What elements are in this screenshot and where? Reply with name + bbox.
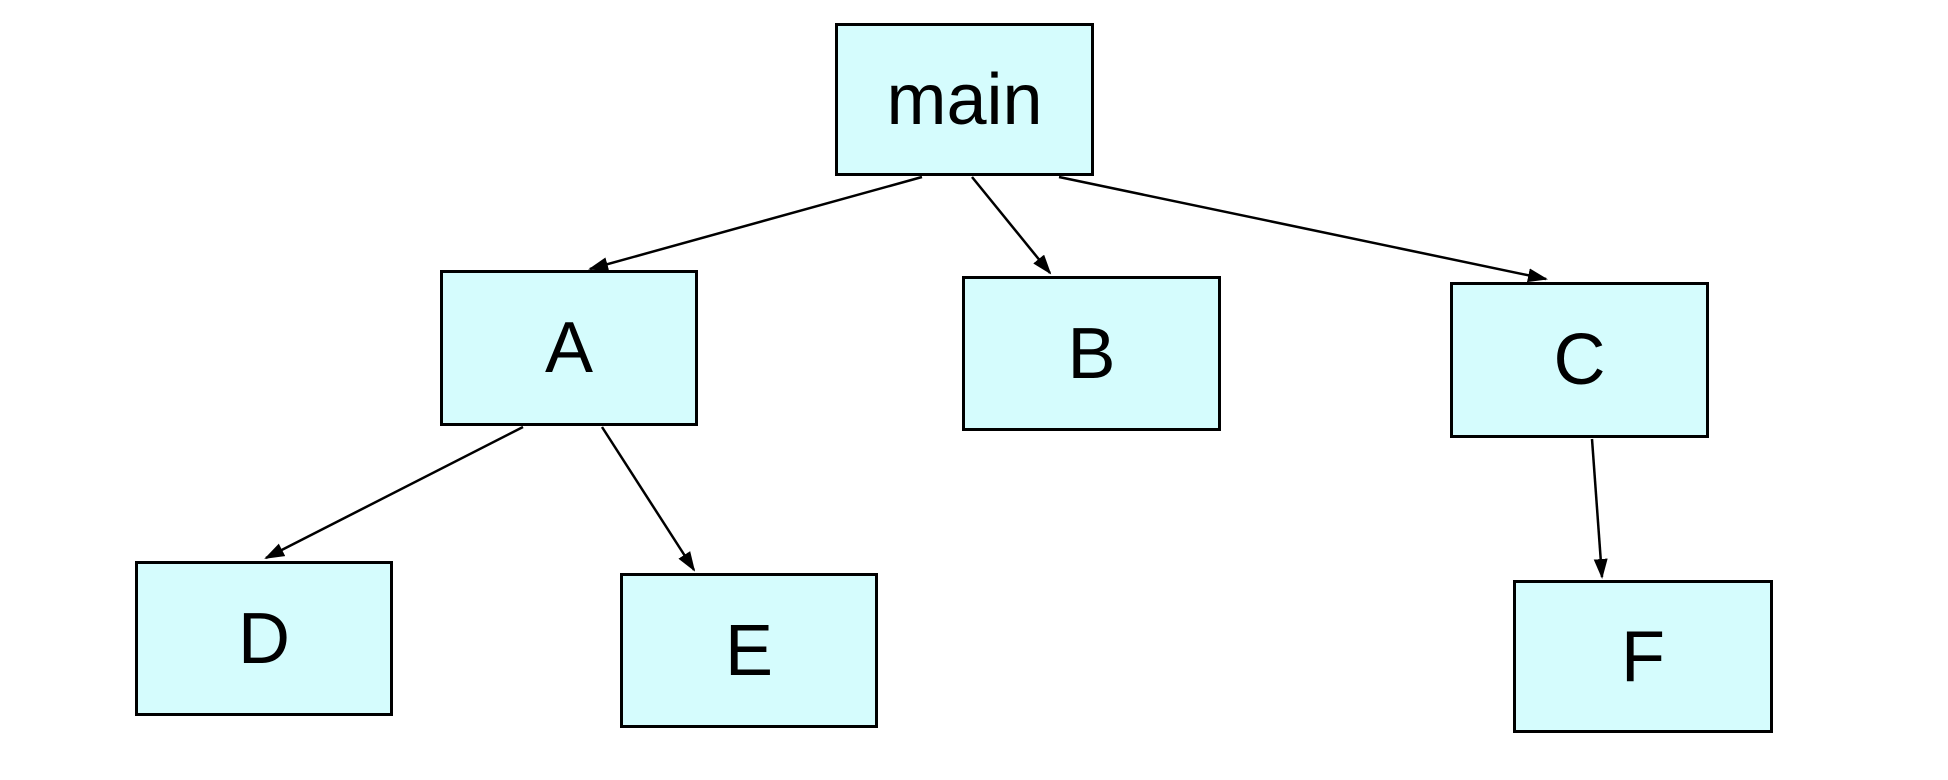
node-a: A [440, 270, 698, 426]
edge-main-a [588, 175, 923, 271]
edge-main-c [1058, 175, 1548, 283]
node-c: C [1450, 282, 1709, 438]
node-f-label: F [1621, 616, 1665, 697]
edge-a-e [600, 426, 696, 572]
node-f: F [1513, 580, 1773, 733]
edge-c-f [1590, 438, 1608, 579]
edge-main-b [971, 176, 1052, 275]
node-a-label: A [544, 308, 594, 388]
node-e: E [620, 573, 878, 728]
node-d: D [135, 561, 393, 716]
node-c-label: C [1553, 320, 1606, 400]
node-main-label: main [886, 59, 1043, 140]
node-e-label: E [724, 610, 774, 691]
node-b: B [962, 276, 1221, 431]
node-b-label: B [1067, 313, 1116, 394]
node-main: main [835, 23, 1094, 176]
node-d-label: D [238, 598, 290, 679]
edge-a-d [264, 425, 524, 560]
